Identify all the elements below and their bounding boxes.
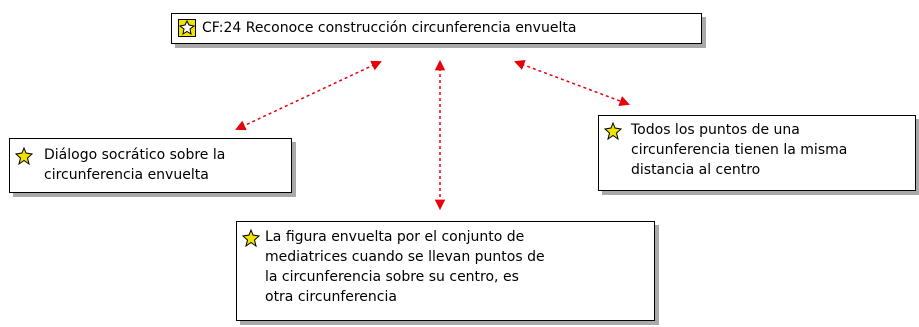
edge-root-left[interactable] <box>235 60 382 131</box>
bottom-node-line4: otra circunferencia <box>265 289 397 305</box>
right-node-line3: distancia al centro <box>631 162 761 178</box>
bottom-node-line2: mediatrices cuando se llevan puntos de <box>265 249 545 265</box>
bottom-node-line3: la circunferencia sobre su centro, es <box>265 269 519 285</box>
code-icon <box>242 229 260 247</box>
root-node-label: CF:24 Reconoce construcción circunferenc… <box>202 20 577 36</box>
code-icon <box>604 122 622 140</box>
left-node[interactable]: Diálogo socrático sobre la circunferenci… <box>9 138 292 193</box>
code-icon <box>178 19 196 37</box>
right-node-line1: Todos los puntos de una <box>631 122 800 138</box>
edge-root-right[interactable] <box>514 60 630 106</box>
right-node[interactable]: Todos los puntos de una circunferencia t… <box>598 115 916 191</box>
root-node[interactable]: CF:24 Reconoce construcción circunferenc… <box>171 13 702 44</box>
right-node-line2: circunferencia tienen la misma <box>631 142 848 158</box>
left-node-line2: circunferencia envuelta <box>44 167 209 183</box>
code-icon <box>15 147 33 165</box>
left-node-line1: Diálogo socrático sobre la <box>44 147 226 163</box>
bottom-node-line1: La figura envuelta por el conjunto de <box>265 229 525 245</box>
bottom-node[interactable]: La figura envuelta por el conjunto de me… <box>236 221 655 321</box>
